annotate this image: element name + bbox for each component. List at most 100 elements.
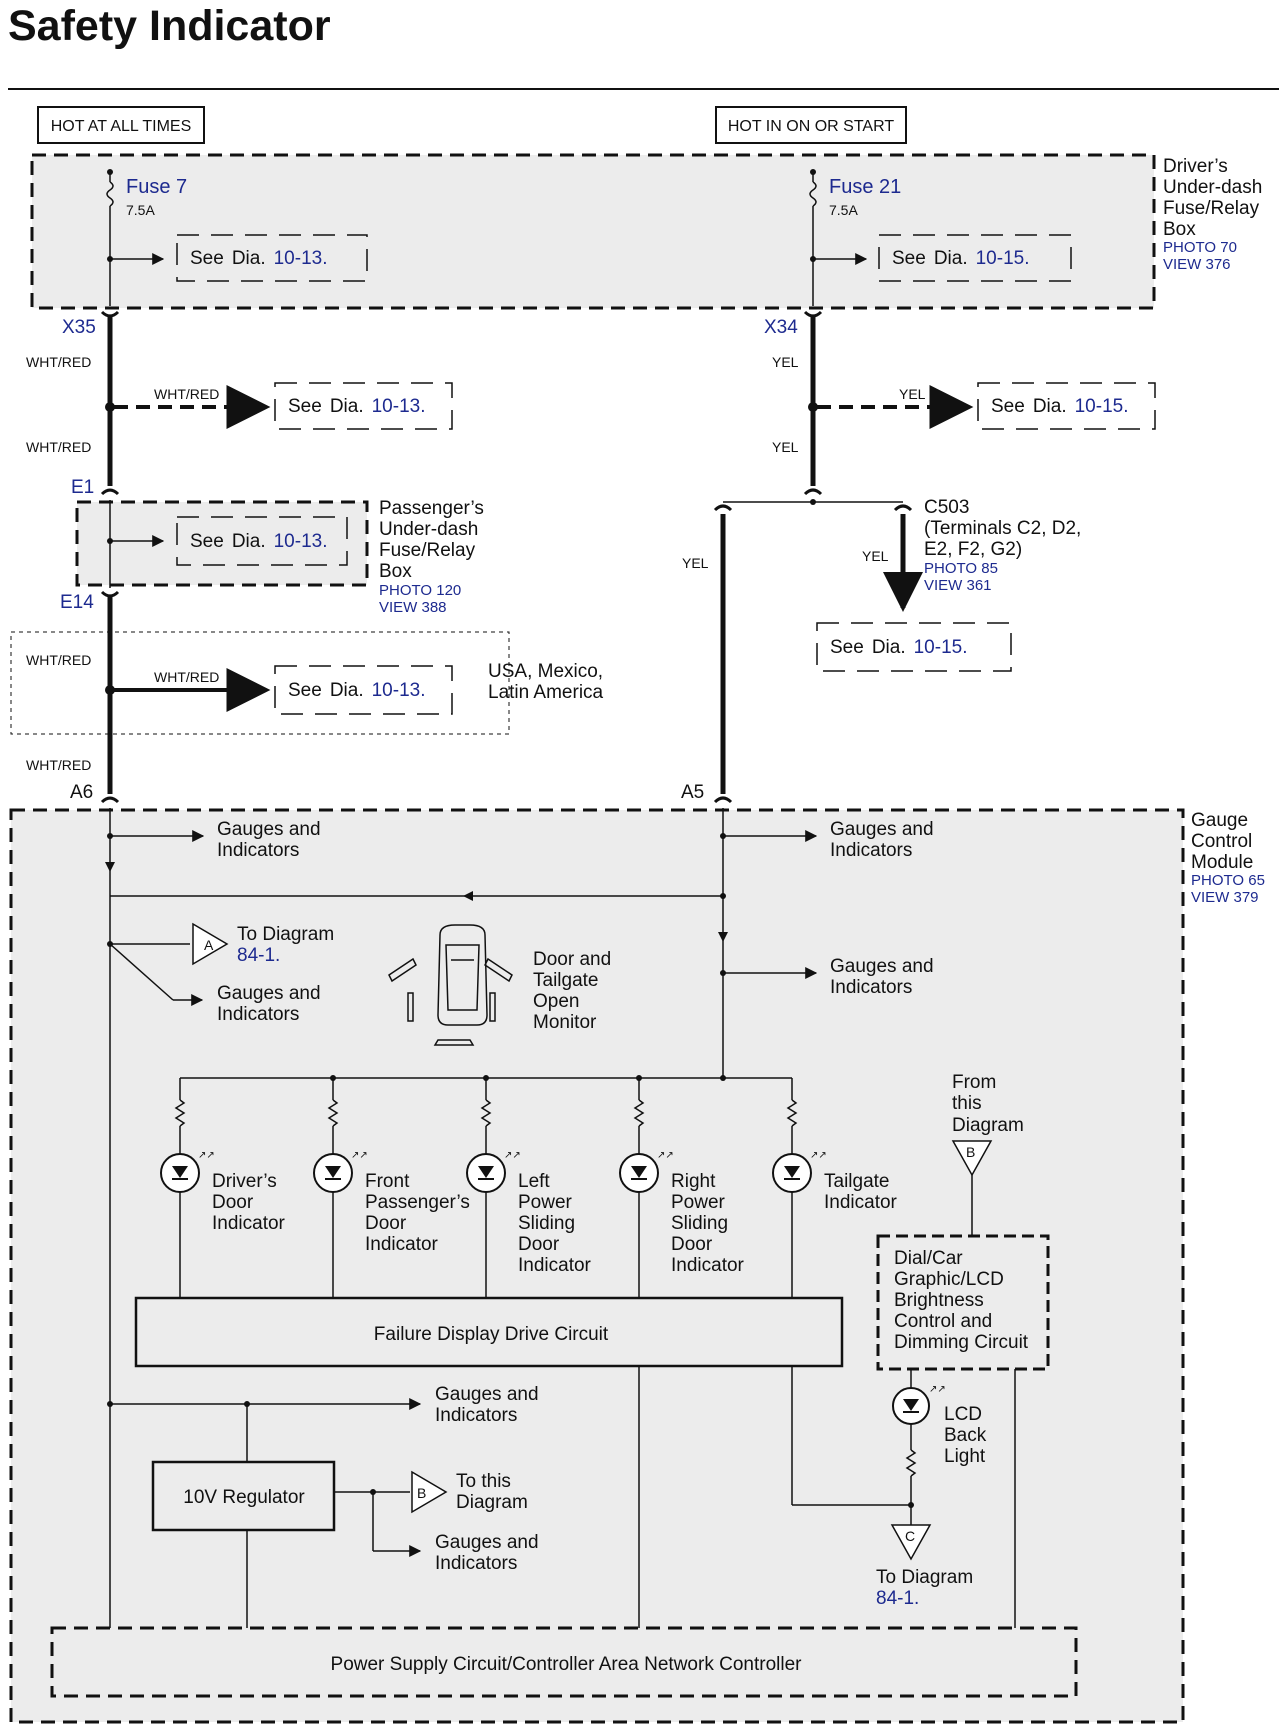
svg-text:Open: Open xyxy=(533,991,579,1012)
svg-text:Gauges and: Gauges and xyxy=(217,983,321,1004)
svg-text:Gauges and: Gauges and xyxy=(830,956,934,977)
wire-label-yel: YEL xyxy=(862,548,889,564)
connector-a6: A6 xyxy=(70,782,93,803)
region-option-box xyxy=(10,631,510,735)
connector-x35: X35 xyxy=(62,317,96,338)
svg-text:Control and: Control and xyxy=(894,1311,992,1332)
svg-text:Indicator: Indicator xyxy=(518,1255,592,1276)
wire-label-yel: YEL xyxy=(772,439,799,455)
svg-text:Door: Door xyxy=(212,1192,254,1213)
indicator-front-passenger-door: ↗↗ Front Passenger’s Door Indicator xyxy=(313,1078,470,1298)
gauges-and-indicators-2: Gauges and Indicators xyxy=(217,983,321,1025)
indicator-driver-door: ↗↗ Driver’s Door Indicator xyxy=(160,1078,286,1298)
svg-text:(Terminals C2, D2,: (Terminals C2, D2, xyxy=(924,518,1081,539)
svg-text:Latin America: Latin America xyxy=(488,682,604,703)
svg-text:C: C xyxy=(905,1528,915,1544)
svg-text:To Diagram: To Diagram xyxy=(237,924,334,945)
svg-text:VIEW 379: VIEW 379 xyxy=(1191,889,1259,906)
svg-text:Light: Light xyxy=(944,1446,986,1467)
svg-text:Diagram: Diagram xyxy=(952,1115,1024,1136)
dial-dimming-circuit-label: Dial/Car Graphic/LCD Brightness Control … xyxy=(894,1248,1029,1353)
svg-text:Tailgate: Tailgate xyxy=(824,1171,890,1192)
svg-text:Power: Power xyxy=(671,1192,726,1213)
svg-text:Sliding: Sliding xyxy=(671,1213,728,1234)
connector-c503-label: C503 (Terminals C2, D2, E2, F2, G2) PHOT… xyxy=(924,497,1081,594)
svg-text:Fuse 7: Fuse 7 xyxy=(126,176,187,198)
wire-label-whtred: WHT/RED xyxy=(26,757,91,773)
region-label: USA, Mexico, Latin America xyxy=(488,661,604,703)
to-this-diagram-label: To this Diagram xyxy=(456,1471,528,1513)
svg-text:this: this xyxy=(952,1093,982,1114)
svg-text:To this: To this xyxy=(456,1471,511,1492)
svg-text:Indicators: Indicators xyxy=(435,1405,517,1426)
svg-text:Left: Left xyxy=(518,1171,550,1192)
dial-dimming-circuit xyxy=(876,1234,1050,1371)
svg-text:84-1.: 84-1. xyxy=(237,945,280,966)
svg-text:Gauges and: Gauges and xyxy=(435,1532,539,1553)
svg-text:PHOTO 65: PHOTO 65 xyxy=(1191,872,1265,889)
svg-text:Gauges and: Gauges and xyxy=(830,819,934,840)
svg-text:Indicators: Indicators xyxy=(830,840,912,861)
connector-e14: E14 xyxy=(60,592,94,613)
svg-text:VIEW 376: VIEW 376 xyxy=(1163,256,1231,273)
svg-text:Power: Power xyxy=(518,1192,573,1213)
10v-regulator xyxy=(151,1460,336,1532)
svg-text:Fuse/Relay: Fuse/Relay xyxy=(379,540,476,561)
from-this-diagram-label: From this Diagram xyxy=(952,1072,1024,1136)
hot-at-all-times-label: HOT AT ALL TIMES xyxy=(37,106,205,144)
svg-text:Right: Right xyxy=(671,1171,716,1192)
svg-text:↗↗: ↗↗ xyxy=(810,1150,827,1161)
power-supply-can-controller-label: Power Supply Circuit/Controller Area Net… xyxy=(331,1654,803,1675)
svg-text:PHOTO 85: PHOTO 85 xyxy=(924,560,998,577)
svg-text:PHOTO 70: PHOTO 70 xyxy=(1163,239,1237,256)
wire-label-whtred: WHT/RED xyxy=(154,669,219,685)
to-diagram-84-1-c: To Diagram 84-1. xyxy=(876,1567,973,1609)
svg-text:Gauges and: Gauges and xyxy=(435,1384,539,1405)
svg-text:Indicator: Indicator xyxy=(671,1255,745,1276)
gauges-and-indicators-6: Gauges and Indicators xyxy=(435,1532,539,1574)
svg-text:Box: Box xyxy=(1163,219,1196,240)
svg-text:Door: Door xyxy=(518,1234,560,1255)
svg-text:Indicators: Indicators xyxy=(217,1004,299,1025)
svg-text:A: A xyxy=(204,937,214,953)
driver-fuse-box xyxy=(30,153,1156,310)
svg-text:B: B xyxy=(966,1144,975,1160)
svg-text:Monitor: Monitor xyxy=(533,1012,597,1033)
failure-display-drive-circuit-label: Failure Display Drive Circuit xyxy=(374,1324,609,1345)
connector-triangle-b-in: B xyxy=(951,1140,993,1177)
svg-text:7.5A: 7.5A xyxy=(126,202,155,218)
power-supply-can-controller xyxy=(50,1626,1078,1698)
svg-text:Dial/Car: Dial/Car xyxy=(894,1248,963,1269)
passenger-fuse-box xyxy=(75,500,369,587)
svg-text:Door: Door xyxy=(671,1234,713,1255)
indicator-left-sliding-door: ↗↗ Left Power Sliding Door Indicator xyxy=(466,1078,592,1298)
svg-text:Passenger’s: Passenger’s xyxy=(379,498,484,519)
svg-text:Door: Door xyxy=(365,1213,407,1234)
svg-text:↗↗: ↗↗ xyxy=(657,1150,674,1161)
svg-text:Under-dash: Under-dash xyxy=(379,519,478,540)
svg-text:Diagram: Diagram xyxy=(456,1492,528,1513)
wire-label-whtred: WHT/RED xyxy=(154,386,219,402)
svg-text:PHOTO 120: PHOTO 120 xyxy=(379,582,461,599)
svg-text:Gauges and: Gauges and xyxy=(217,819,321,840)
wire-label-yel: YEL xyxy=(682,555,709,571)
svg-text:Indicator: Indicator xyxy=(212,1213,286,1234)
svg-text:To Diagram: To Diagram xyxy=(876,1567,973,1588)
svg-text:Driver’s: Driver’s xyxy=(1163,156,1228,177)
passenger-fuse-box-label: Passenger’s Under-dash Fuse/Relay Box PH… xyxy=(379,498,484,616)
hot-in-on-or-start-label: HOT IN ON OR START xyxy=(715,106,907,144)
connector-triangle-c: C xyxy=(890,1524,932,1561)
wire-label-whtred: WHT/RED xyxy=(26,354,91,370)
connector-e1: E1 xyxy=(71,477,94,498)
svg-text:↗↗: ↗↗ xyxy=(504,1150,521,1161)
gauges-and-indicators-1: Gauges and Indicators xyxy=(217,819,321,861)
